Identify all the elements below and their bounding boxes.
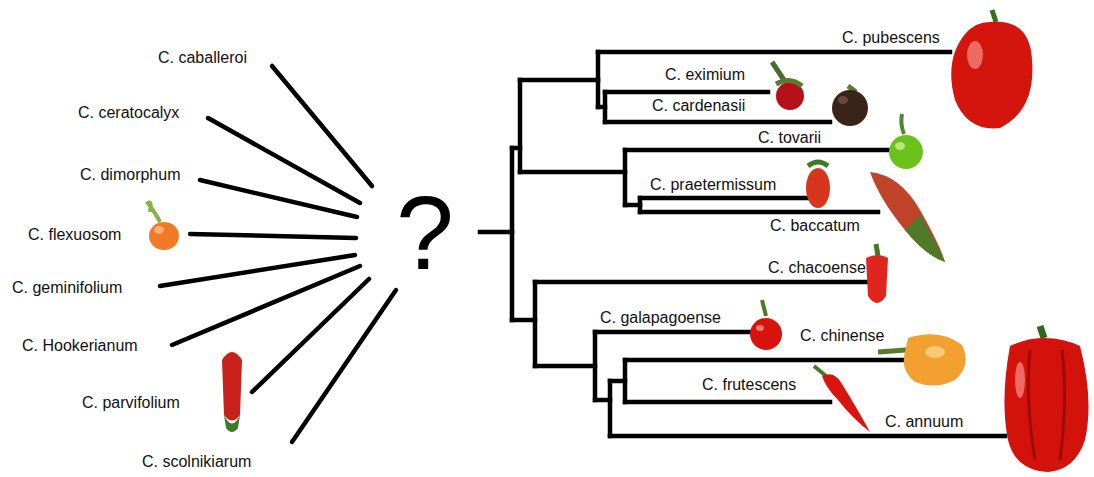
species-label: C. parvifolium xyxy=(82,393,180,413)
species-label: C. tovarii xyxy=(758,128,821,148)
species-label: C. frutescens xyxy=(702,375,796,395)
species-label: C. chacoense xyxy=(768,258,866,278)
species-label: C. scolnikiarum xyxy=(142,452,251,472)
radial-lines xyxy=(160,66,396,442)
species-label: C. ceratocalyx xyxy=(78,103,179,123)
species-label: C. annuum xyxy=(885,412,963,432)
species-label: C. praetermissum xyxy=(650,175,776,195)
species-label: C. dimorphum xyxy=(80,165,180,185)
tree-branches xyxy=(480,52,1005,436)
species-label: C. galapagoense xyxy=(600,308,721,328)
species-label: C. chinense xyxy=(800,326,885,346)
species-label: C. eximium xyxy=(665,65,745,85)
species-label: C. pubescens xyxy=(842,28,940,48)
species-label: C. geminifolium xyxy=(12,278,122,298)
pepper-pictures xyxy=(148,10,1089,472)
species-label: C. flexuosom xyxy=(28,225,121,245)
species-label: C. cardenasii xyxy=(652,96,745,116)
unknown-mark: ? xyxy=(396,178,454,288)
species-label: C. baccatum xyxy=(770,216,860,236)
species-label: C. Hookerianum xyxy=(22,336,138,356)
species-label: C. caballeroi xyxy=(158,48,247,68)
